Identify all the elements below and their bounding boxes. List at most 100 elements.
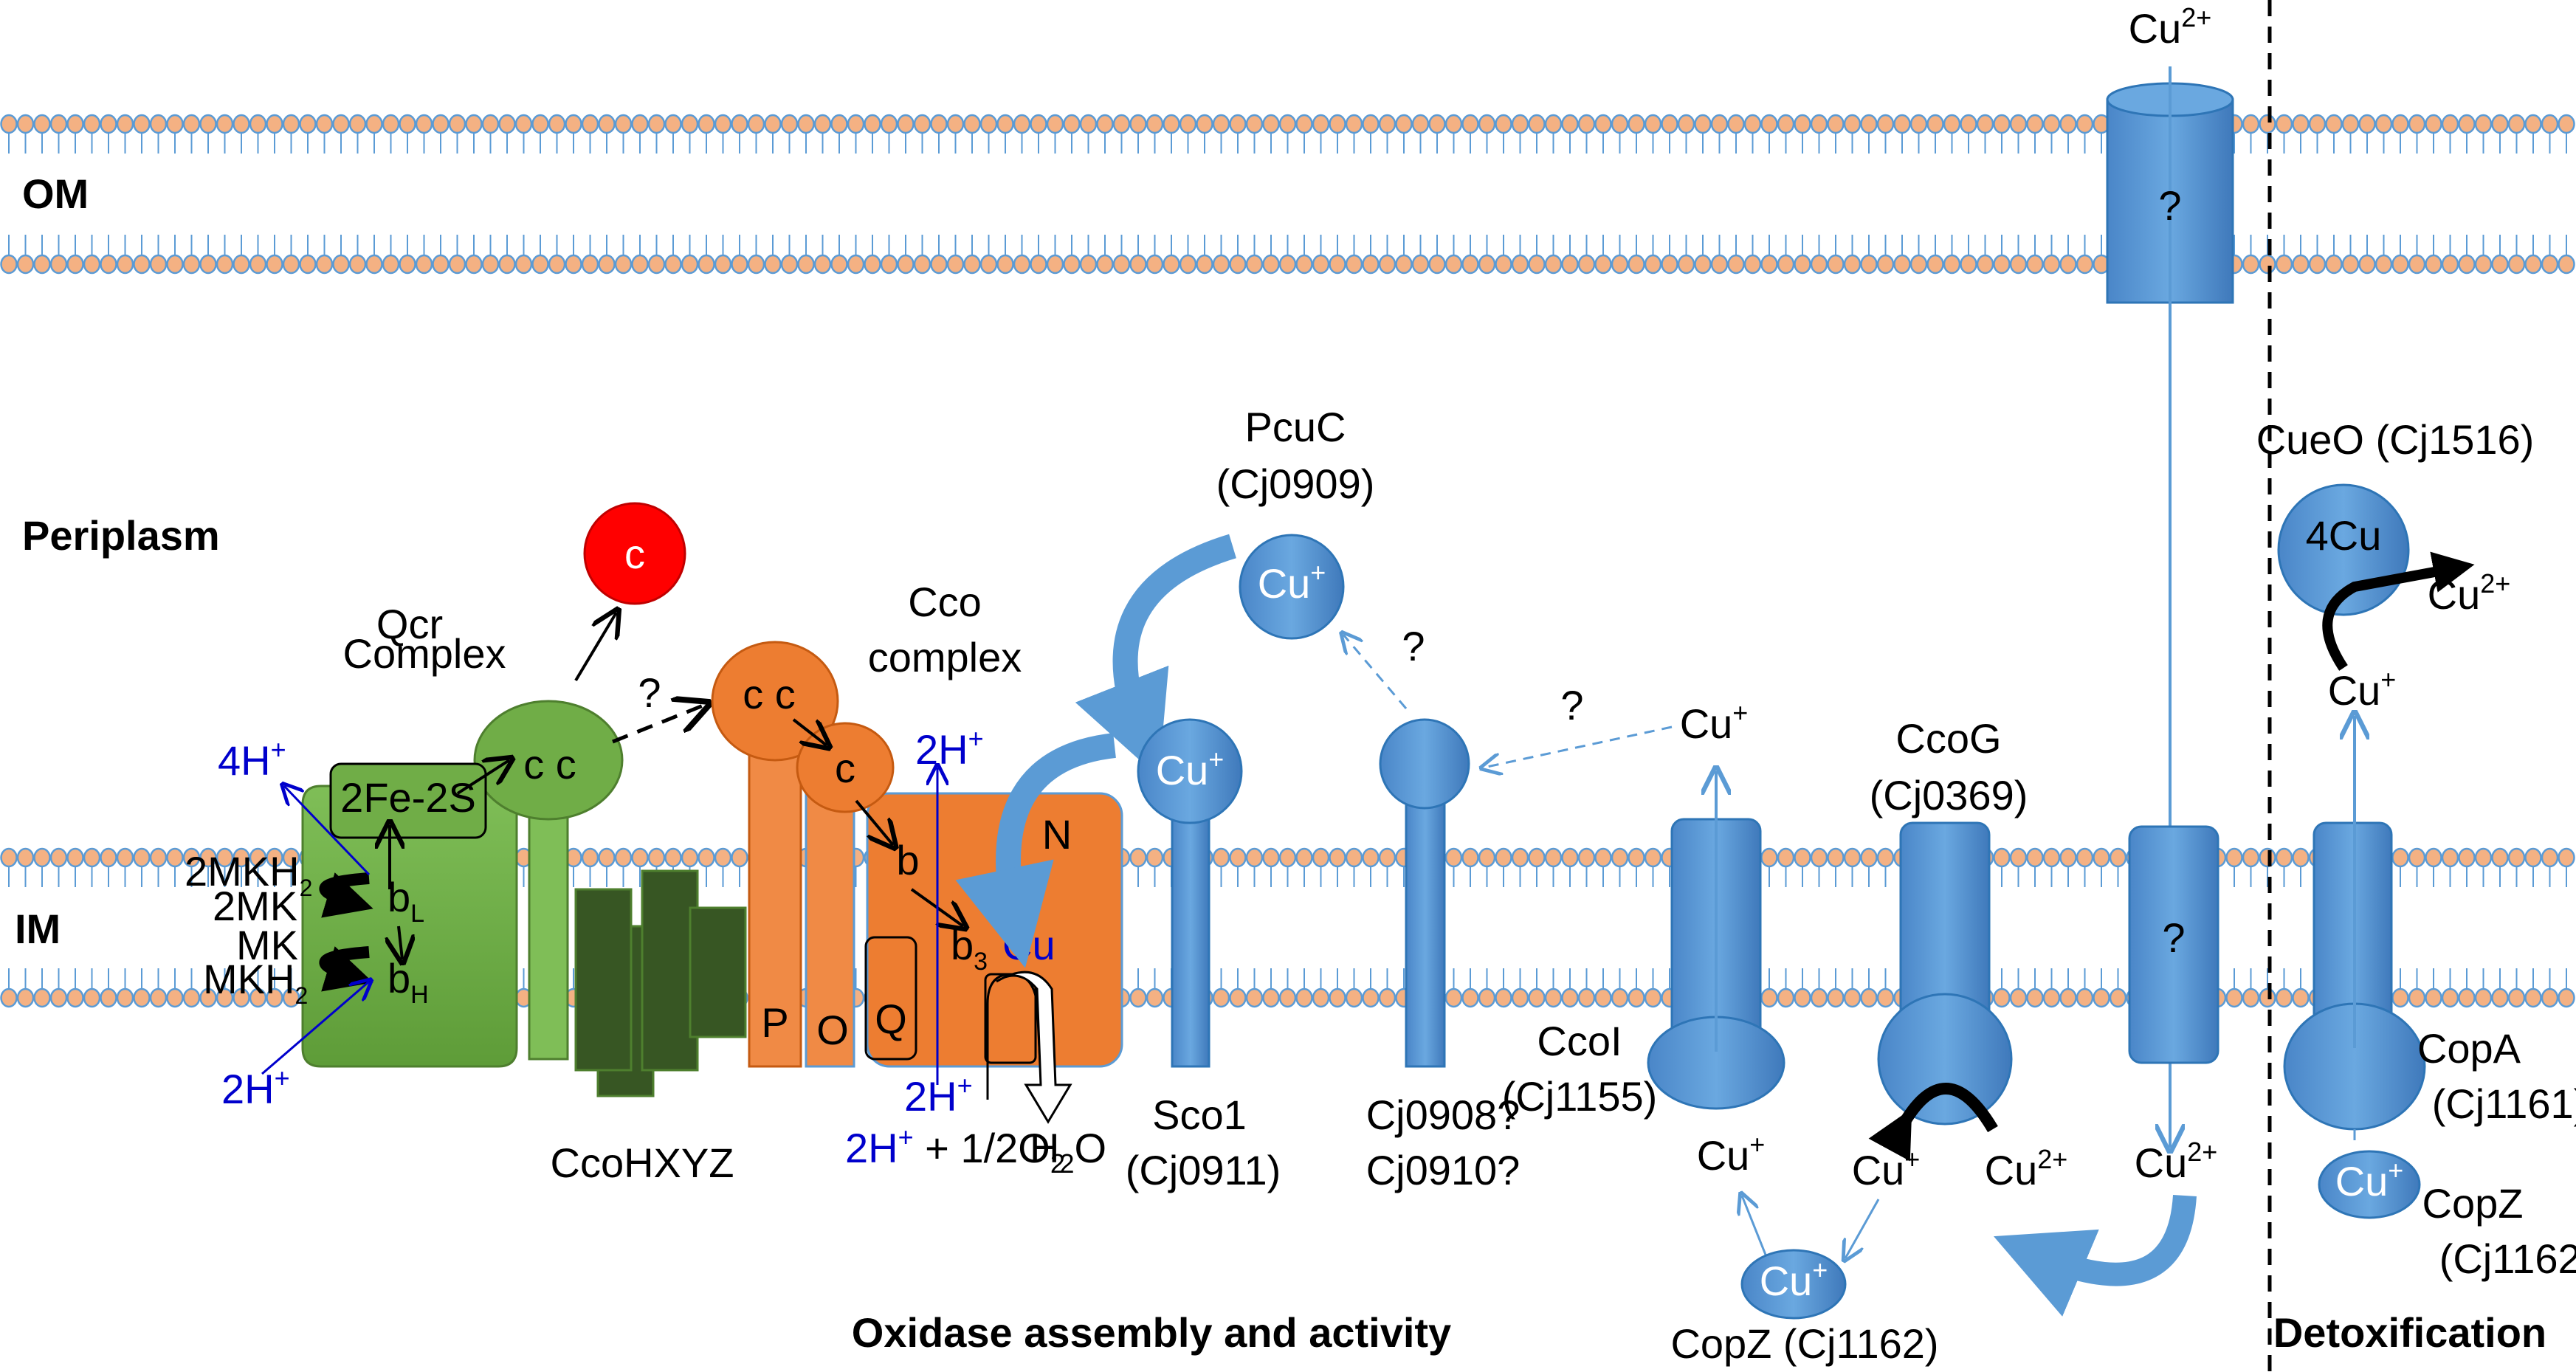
lipid-head [1760,847,1778,868]
lipid-head [1644,847,1662,868]
lipid-head [913,114,931,134]
lipid-head [864,114,881,134]
lipid-head [1329,987,1346,1008]
lipid-head [16,254,35,275]
lipid-head [448,254,466,275]
lipid-head [2308,254,2327,275]
lipid-head [1694,254,1712,275]
lipid-head [1312,987,1330,1008]
lipid-head [1163,254,1180,275]
lipid-head [664,847,682,868]
lipid-head [282,847,300,868]
lipid-head [731,114,748,134]
lipid-head [166,847,184,868]
lipid-head [199,987,217,1008]
im-copper-channel [2128,825,2219,1064]
qcr-c1-label: c c [523,741,576,787]
lipid-head [598,847,616,868]
lipid-head [199,114,217,134]
lipid-head [66,847,84,868]
lipid-head [2275,847,2293,868]
lipid-head [1876,254,1895,275]
lipid-head [797,254,815,275]
outer-membrane [0,114,2575,275]
lipid-head [2275,254,2293,275]
lipid-head [714,114,732,134]
lipid-head [1063,114,1081,134]
lipid-head [731,254,748,275]
lipid-head [1411,254,1430,275]
lipid-head [2425,254,2442,275]
lipid-head [1461,987,1479,1008]
lipid-head [100,987,117,1008]
lipid-head [1943,254,1961,275]
lipid-head [1245,254,1264,275]
lipid-head [714,847,732,868]
lipid-head [1278,847,1297,868]
lipid-head [2474,847,2493,868]
lipid-head [49,847,68,868]
lipid-head [2425,114,2442,134]
lipid-head [2026,847,2044,868]
lipid-head [2076,114,2094,134]
lipid-head [2042,254,2061,275]
lipid-head [2524,254,2542,275]
copa-protein [2283,716,2426,1140]
lipid-head [149,254,168,275]
lipid-head [166,987,184,1008]
ccoi-id: (Cj1155) [1502,1073,1658,1120]
ccog-to-copz-arrow [1845,1199,1880,1258]
lipid-head [664,254,682,275]
cco-reaction: 2H+ + 1/2O2 [845,1122,1065,1179]
cco-c-label: c [835,745,855,791]
lipid-head [1960,254,1977,275]
lipid-head [2026,114,2044,134]
lipid-head [1461,114,1479,134]
lipid-head [1777,114,1795,134]
lipid-head [2558,847,2575,868]
cco-name-line2: complex [868,634,1022,680]
lipid-head [2541,847,2559,868]
cytochrome-c-label: c [624,531,645,577]
lipid-head [116,114,134,134]
lipid-head [1444,114,1463,134]
lipid-head [498,254,516,275]
lipid-head [1146,987,1164,1008]
lipid-head [2275,987,2293,1008]
qcr-bl-label: bL [388,874,424,928]
lipid-head [880,254,898,275]
lipid-head [2275,114,2293,134]
lipid-head [1511,987,1529,1008]
lipid-head [1362,114,1380,134]
lipid-head [1628,254,1645,275]
cco-b-label: b [896,837,919,883]
lipid-head [681,847,699,868]
lipid-head [2242,114,2260,134]
lipid-head [299,114,317,134]
lipid-head [698,254,715,275]
lipid-head [166,254,184,275]
lipid-head [2558,254,2575,275]
lipid-head [1362,987,1380,1008]
lipid-head [2558,114,2575,134]
im-label: IM [15,906,61,952]
qcr-mkh2: MKH2 [203,956,308,1009]
lipid-head [1528,987,1546,1008]
lipid-head [66,987,84,1008]
lipid-head [249,254,267,275]
lipid-head [1046,254,1064,275]
lipid-head [1229,114,1247,134]
lipid-head [1827,987,1845,1008]
section-oxidase-assembly: Oxidase assembly and activity [852,1309,1451,1356]
lipid-head [2325,114,2343,134]
lipid-head [1146,114,1164,134]
lipid-head [1561,254,1579,275]
lipid-head [1030,114,1047,134]
lipid-head [2425,987,2442,1008]
copz-mid-protein [1740,1249,1847,1320]
im-channel-question: ? [2162,914,2185,961]
sco1-name: Sco1 [1152,1092,1247,1138]
lipid-head [1478,254,1496,275]
lipid-head [1677,254,1695,275]
cj0908-protein [1379,718,1470,1068]
